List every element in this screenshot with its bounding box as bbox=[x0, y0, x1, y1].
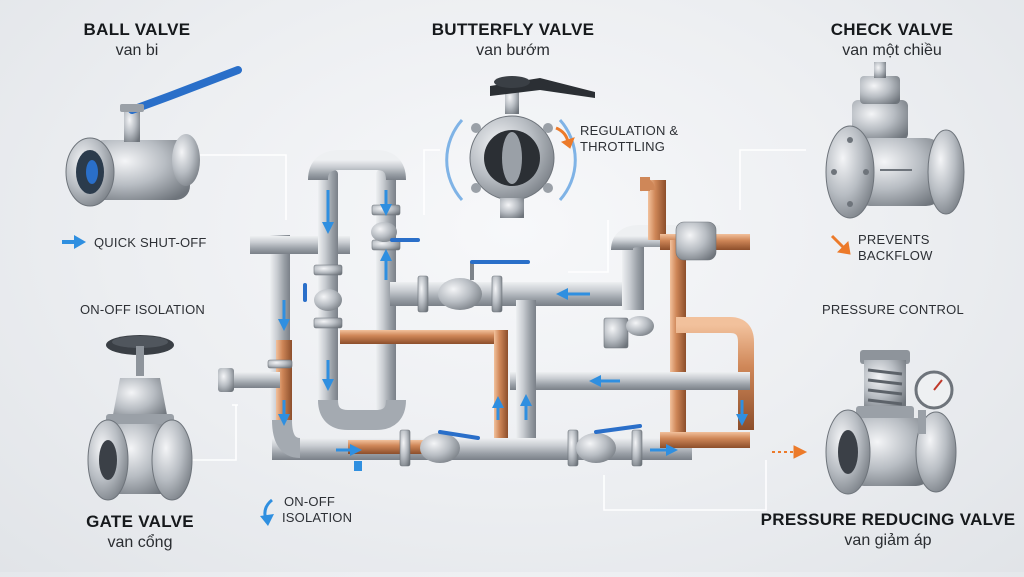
orange-arrow bbox=[836, 240, 851, 255]
blue-flow-arrow bbox=[74, 235, 86, 249]
blue-flow-arrow bbox=[354, 461, 362, 471]
pipe-network bbox=[218, 150, 754, 460]
caption-arrows bbox=[62, 235, 274, 526]
onoff-bottom-caption-line2: ISOLATION bbox=[282, 510, 353, 525]
orange-arrow bbox=[560, 137, 575, 149]
pipe-fittings bbox=[267, 204, 717, 467]
butterfly-valve-title: BUTTERFLY VALVE bbox=[431, 20, 595, 39]
ball-valve-title: BALL VALVE bbox=[83, 20, 191, 39]
check-valve-image bbox=[825, 62, 965, 219]
check-valve-subtitle: van một chiều bbox=[842, 42, 942, 59]
ball-valve-image bbox=[65, 66, 242, 207]
prevents-caption-line1: PREVENTS bbox=[858, 232, 930, 247]
inline-valves bbox=[303, 222, 654, 463]
pressure-control-caption: PRESSURE CONTROL bbox=[822, 302, 964, 317]
butterfly-valve-subtitle: van bướm bbox=[476, 42, 550, 59]
gate-valve-subtitle: van cổng bbox=[107, 534, 173, 551]
orange-arrow bbox=[793, 445, 808, 459]
regulation-caption-line1: REGULATION & bbox=[580, 123, 679, 138]
prevents-caption-line2: BACKFLOW bbox=[858, 248, 933, 263]
pressure-reducing-valve-image bbox=[825, 350, 957, 495]
ball-valve-subtitle: van bi bbox=[115, 42, 159, 59]
butterfly-valve-image bbox=[445, 76, 595, 218]
gate-valve-image bbox=[87, 335, 193, 501]
flow-arrows bbox=[278, 190, 748, 456]
quick-shutoff-caption: QUICK SHUT-OFF bbox=[94, 235, 207, 250]
gate-valve-title: GATE VALVE bbox=[86, 512, 194, 531]
blue-flow-arrow bbox=[260, 514, 274, 526]
orange-arrows bbox=[555, 126, 851, 459]
check-valve-title: CHECK VALVE bbox=[830, 20, 954, 39]
prv-title: PRESSURE REDUCING VALVE bbox=[760, 510, 1016, 529]
onoff-isolation-caption: ON-OFF ISOLATION bbox=[80, 302, 206, 317]
prv-subtitle: van giảm áp bbox=[844, 532, 932, 549]
onoff-bottom-caption-line1: ON-OFF bbox=[284, 494, 336, 509]
regulation-caption-line2: THROTTLING bbox=[580, 139, 666, 154]
